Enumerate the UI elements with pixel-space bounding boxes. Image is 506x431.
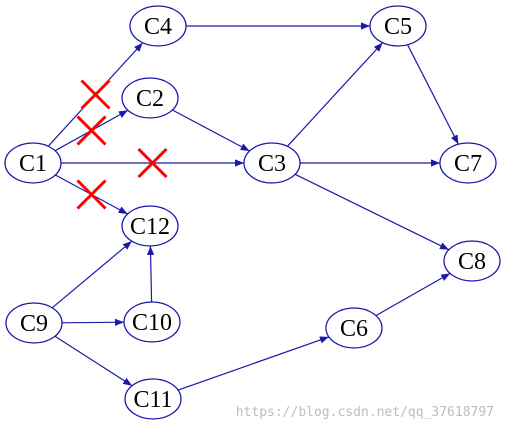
cross-mark-c1-c4 [80, 79, 111, 110]
node-label: C2 [136, 86, 164, 112]
node-c9: C9 [5, 302, 63, 344]
node-label: C11 [133, 387, 172, 413]
node-label: C10 [132, 310, 172, 336]
node-label: C1 [19, 151, 47, 177]
node-ellipse [121, 77, 179, 119]
edge-c9-c12 [51, 240, 133, 309]
node-ellipse [123, 301, 181, 343]
node-label: C9 [20, 311, 48, 337]
node-ellipse [243, 142, 301, 184]
node-ellipse [124, 378, 182, 420]
node-ellipse [4, 142, 62, 184]
edge-c6-c8 [375, 272, 451, 317]
node-label: C7 [454, 151, 482, 177]
node-c8: C8 [443, 240, 501, 282]
node-c5: C5 [369, 5, 427, 47]
edge-c9-c11 [54, 335, 133, 387]
node-c7: C7 [439, 142, 497, 184]
node-label: C12 [130, 214, 170, 240]
node-ellipse [129, 5, 187, 47]
node-c11: C11 [124, 378, 182, 420]
cross-mark-c1-c12 [76, 179, 107, 210]
edge-c3-c5 [286, 42, 384, 147]
node-ellipse [443, 240, 501, 282]
node-label: C8 [458, 249, 486, 275]
edge-c3-c8 [294, 173, 450, 251]
watermark-text: https://blog.csdn.net/qq_37618797 [236, 405, 494, 420]
edge-c9-c10 [61, 318, 125, 326]
node-label: C6 [340, 316, 368, 342]
node-ellipse [5, 302, 63, 344]
cross-stroke [76, 115, 107, 146]
node-c4: C4 [129, 5, 187, 47]
node-c2: C2 [121, 77, 179, 119]
node-ellipse [325, 307, 383, 349]
node-ellipse [439, 142, 497, 184]
crosses-layer [76, 79, 168, 210]
node-label: C3 [258, 151, 286, 177]
cross-stroke [76, 179, 107, 210]
cross-stroke [80, 79, 111, 110]
cross-mark-c1-c2 [76, 115, 107, 146]
node-label: C5 [384, 14, 412, 40]
cross-mark-c1-c3 [137, 147, 168, 179]
cross-stroke [137, 147, 168, 179]
node-ellipse [121, 205, 179, 247]
node-label: C4 [144, 14, 172, 40]
node-c6: C6 [325, 307, 383, 349]
edge-c10-c12 [146, 245, 155, 303]
node-c12: C12 [121, 205, 179, 247]
edge-c5-c7 [407, 44, 459, 145]
edge-c11-c6 [177, 336, 330, 391]
node-c1: C1 [4, 142, 62, 184]
edge-c2-c3 [172, 109, 250, 152]
edges-layer [47, 22, 459, 391]
node-c3: C3 [243, 142, 301, 184]
node-ellipse [369, 5, 427, 47]
node-c10: C10 [123, 301, 181, 343]
